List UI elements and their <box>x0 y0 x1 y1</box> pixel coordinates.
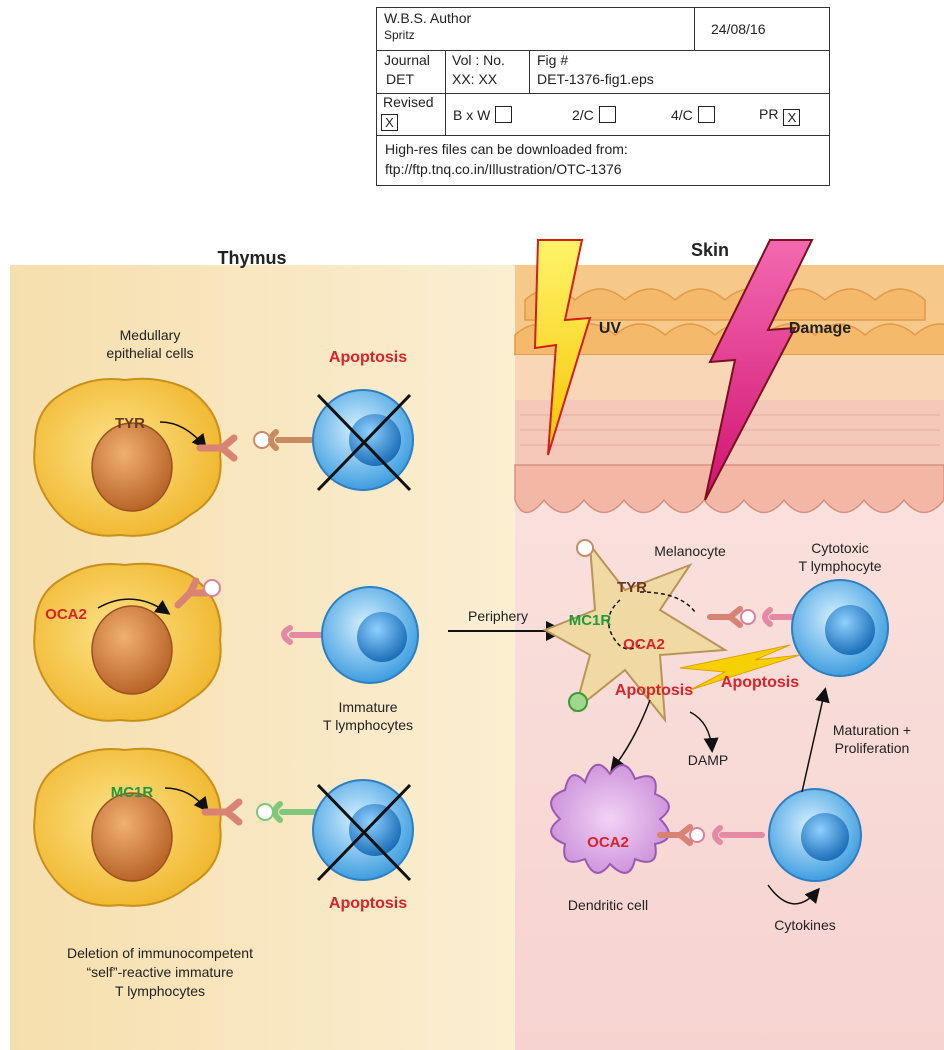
naive-t-cell-skin <box>657 788 862 882</box>
maturation-label-2: Proliferation <box>835 740 910 756</box>
immature-label-1: Immature <box>338 699 397 715</box>
cytokines-label: Cytokines <box>774 917 835 933</box>
immature-t-cell <box>281 586 419 684</box>
bxw-option: B x W <box>453 106 513 123</box>
apoptotic-t-cell-bottom <box>256 779 414 882</box>
damage-label: Damage <box>789 320 851 337</box>
vol-value: XX: XX <box>452 71 498 87</box>
vol-label: Vol : No. <box>452 52 505 68</box>
epithelial-cell-mc1r: MC1R <box>33 747 243 907</box>
bxw-checkbox <box>495 106 513 123</box>
dendritic-label: Dendritic cell <box>568 897 648 913</box>
revised-checkbox: X <box>381 114 398 131</box>
4c-option: 4/C <box>671 106 715 123</box>
proof-row-journal: Journal DET Vol : No. XX: XX Fig # DET-1… <box>377 50 829 94</box>
journal-label: Journal <box>384 52 430 68</box>
oca2-label-skin: OCA2 <box>623 636 665 653</box>
proof-row-download: High-res files can be downloaded from: f… <box>377 135 829 185</box>
maturation-arrow <box>801 687 830 793</box>
melanocyte-label: Melanocyte <box>654 543 726 559</box>
author-label: W.B.S. Author <box>384 10 472 26</box>
maturation-label-1: Maturation + <box>833 722 911 738</box>
proof-row-author: W.B.S. Author Spritz 24/08/16 <box>377 8 829 51</box>
proof-form: W.B.S. Author Spritz 24/08/16 Journal DE… <box>376 7 830 186</box>
epithelial-cell-tyr: TYR <box>33 377 238 537</box>
tyr-label-skin: TYR <box>617 579 647 596</box>
skin-title: Skin <box>691 240 729 260</box>
damp-label: DAMP <box>688 752 728 768</box>
melanocyte-cell <box>542 539 729 724</box>
cytotoxic-t-cell <box>707 579 889 677</box>
cytokines-arrow <box>767 884 820 905</box>
deletion-label-1: Deletion of immunocompetent <box>67 945 253 961</box>
proof-date: 24/08/16 <box>711 21 766 37</box>
deletion-label-2: “self”-reactive immature <box>86 964 233 980</box>
pr-checkbox: X <box>783 109 801 126</box>
uv-label: UV <box>599 320 622 337</box>
apoptosis-bottom-label: Apoptosis <box>329 895 407 912</box>
4c-checkbox <box>697 106 715 123</box>
author-name: Spritz <box>384 28 415 42</box>
revised-label: Revised <box>383 94 434 110</box>
uv-bolt-icon <box>533 239 592 456</box>
deletion-label-3: T lymphocytes <box>115 983 205 999</box>
2c-option: 2/C <box>572 106 616 123</box>
cytotoxic-label-1: Cytotoxic <box>811 540 869 556</box>
medullary-label-2: epithelial cells <box>106 345 193 361</box>
epithelial-cell-oca2: OCA2 <box>33 562 222 722</box>
download-line2: ftp://ftp.tnq.co.in/Illustration/OTC-137… <box>385 161 622 177</box>
melanocyte-to-dc-arrow <box>610 699 651 773</box>
2c-checkbox <box>598 106 616 123</box>
medullary-label-1: Medullary <box>120 327 181 343</box>
oca2-label-dc: OCA2 <box>587 834 629 851</box>
fig-value: DET-1376-fig1.eps <box>537 71 654 87</box>
apoptotic-t-cell-top <box>253 389 414 492</box>
thymus-title: Thymus <box>217 248 286 268</box>
attack-bolt-icon <box>679 644 801 691</box>
immature-label-2: T lymphocytes <box>323 717 413 733</box>
oca2-label-thymus: OCA2 <box>45 606 87 623</box>
mc1r-label-skin: MC1R <box>569 612 612 629</box>
dendritic-cell <box>550 763 670 874</box>
tyr-label-thymus: TYR <box>115 415 145 432</box>
mc1r-label-thymus: MC1R <box>111 784 154 801</box>
download-line1: High-res files can be downloaded from: <box>385 141 628 157</box>
damage-bolt-icon <box>704 239 814 501</box>
cytotoxic-label-2: T lymphocyte <box>799 558 882 574</box>
apoptosis-melanocyte-label: Apoptosis <box>615 682 693 699</box>
fig-label: Fig # <box>537 52 569 68</box>
skin-layers <box>514 265 944 514</box>
apoptosis-ctl-label: Apoptosis <box>721 674 799 691</box>
damp-arrow <box>689 711 719 753</box>
journal-value: DET <box>386 71 414 87</box>
apoptosis-top-label: Apoptosis <box>329 349 407 366</box>
periphery-label: Periphery <box>468 608 528 624</box>
